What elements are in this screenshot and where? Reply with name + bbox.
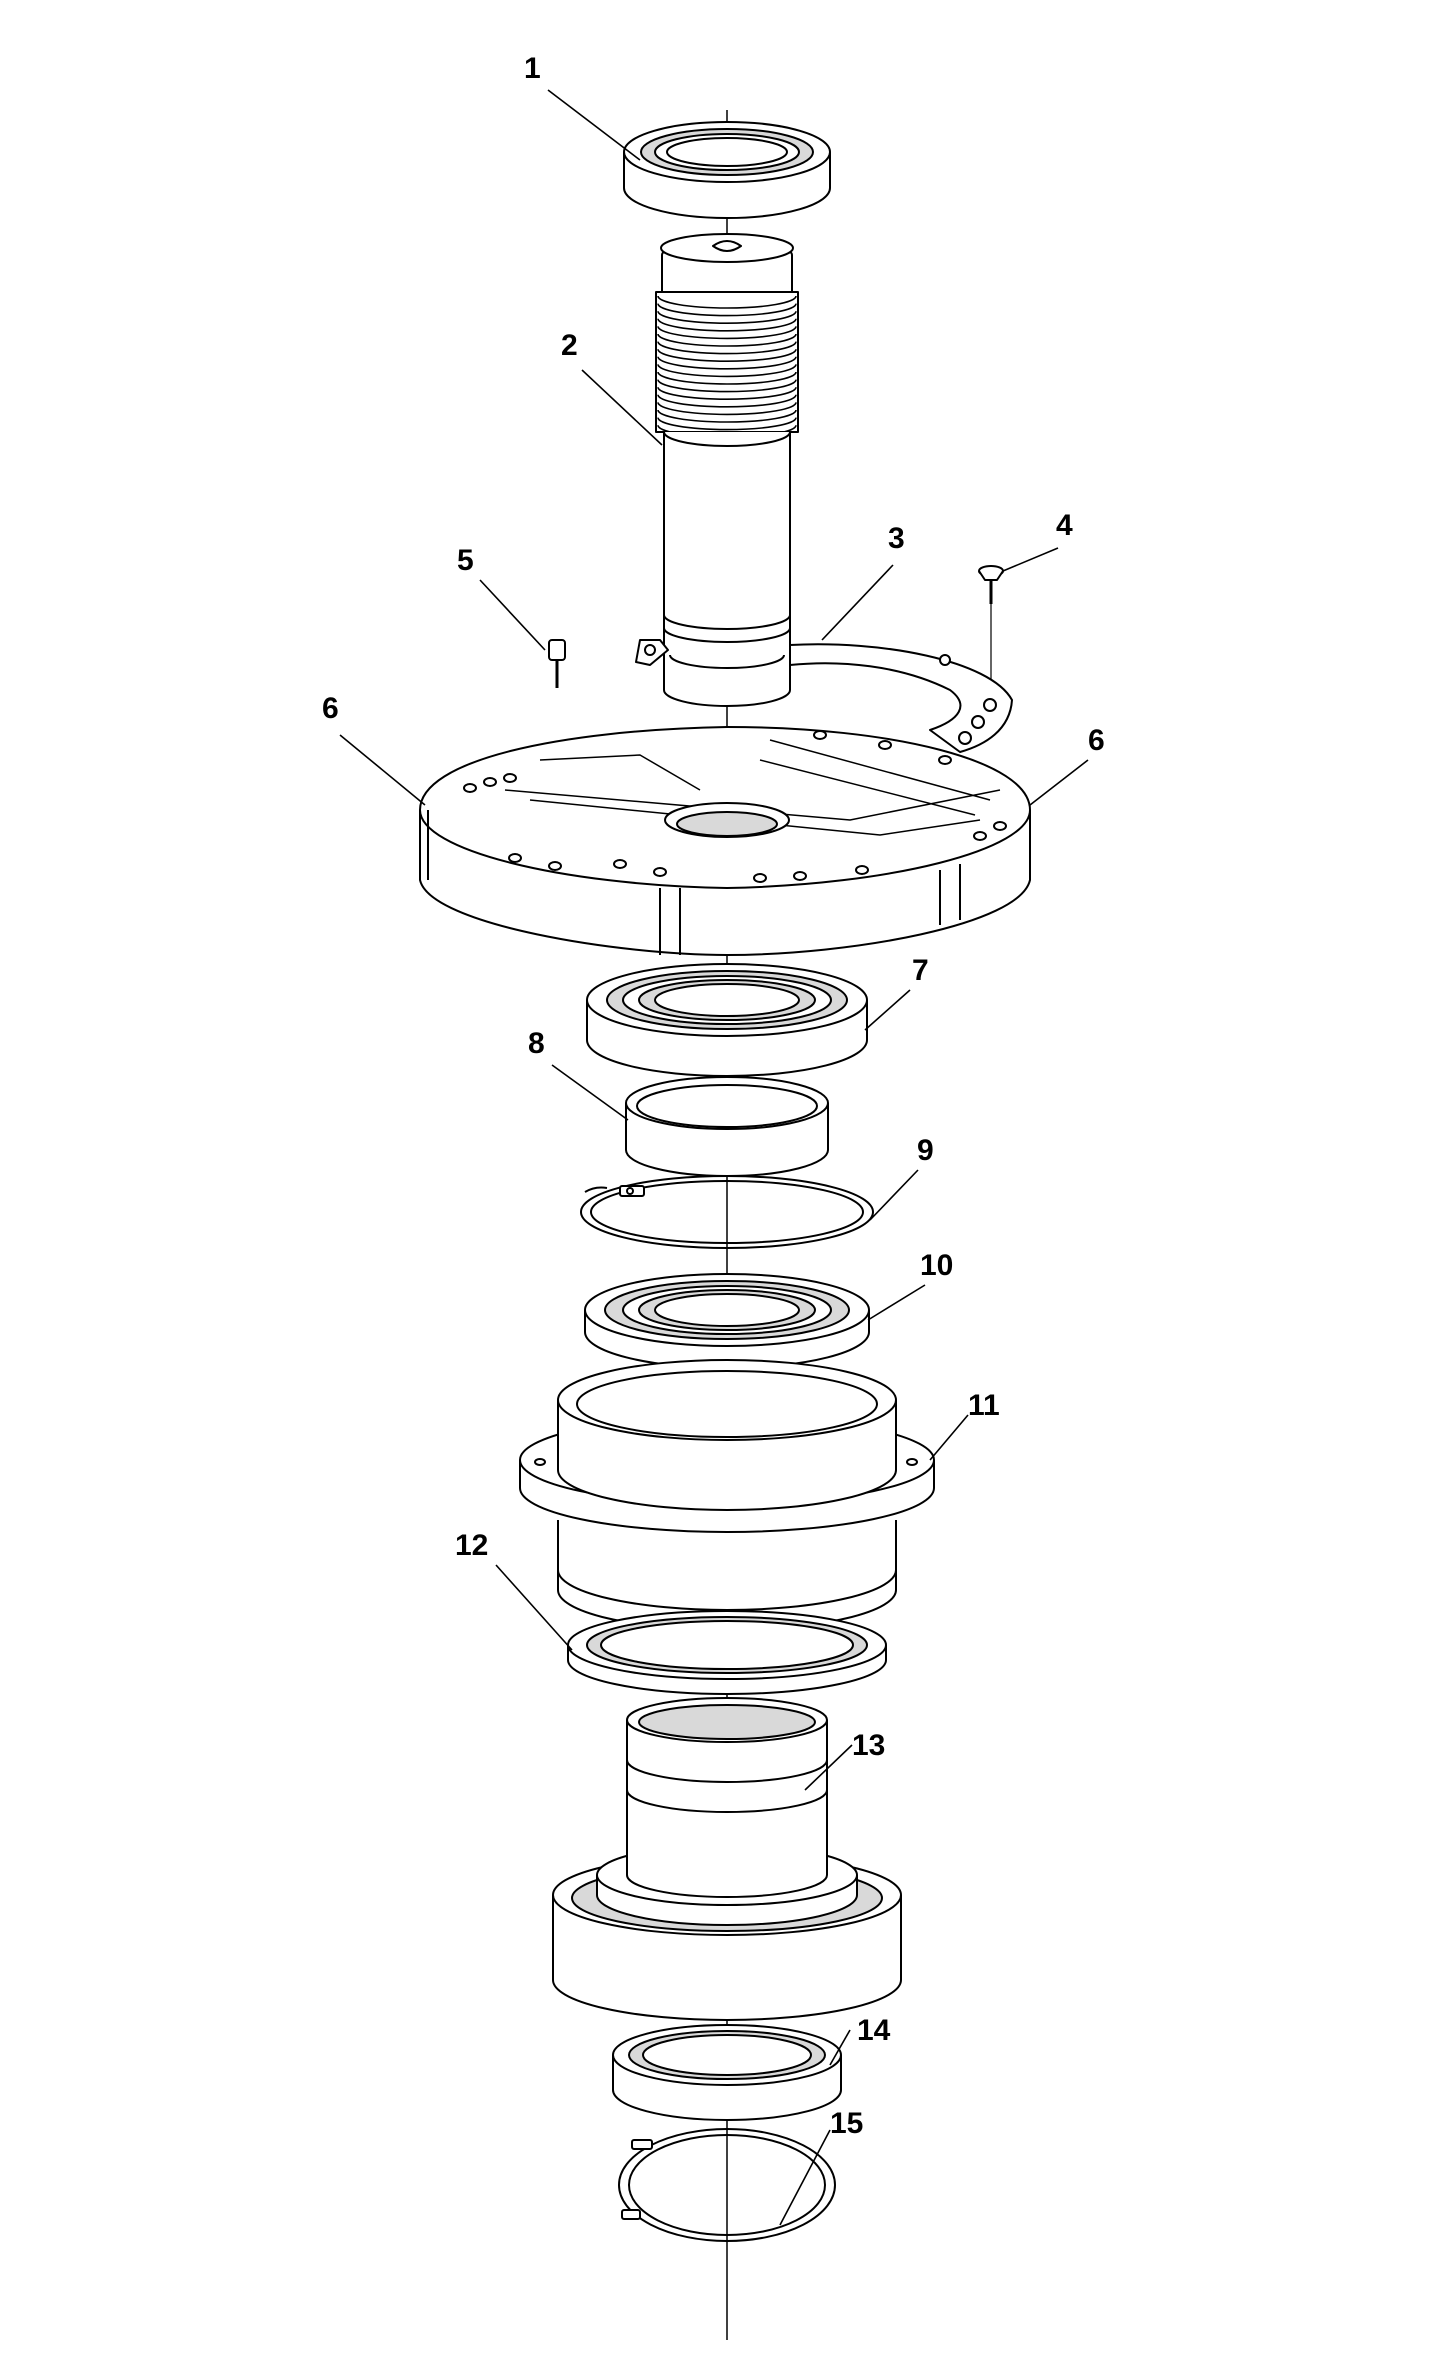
callout-9: 9 [917,1134,934,1167]
callout-7: 7 [912,954,929,987]
leader-11 [929,1414,969,1461]
leader-5 [479,579,546,651]
part-11-flanged-housing [520,1360,934,1630]
thread-line [658,334,796,346]
thread-line [658,311,796,323]
thread-line [658,364,796,376]
callout-6-left: 6 [322,692,339,725]
bolt-hole [754,874,766,882]
part-4-countersunk-screw [979,566,1003,710]
part-9-retaining-ring [581,1176,873,1248]
leader-13 [804,1744,853,1791]
thread-line [658,357,796,369]
part-7-bearing [587,964,867,1076]
leader-2 [581,369,663,446]
bolt-hole [504,774,516,782]
bolt-hole [907,1459,917,1465]
leader-7 [864,989,911,1031]
bolt-hole [484,778,496,786]
shaft-thread-lines [658,296,796,437]
bolt-hole [535,1459,545,1465]
bolt-hole [614,860,626,868]
callout-1: 1 [524,52,541,85]
bolt-hole [974,832,986,840]
leader-3 [821,564,894,641]
part-10-bearing [585,1274,869,1368]
thread-line [658,326,796,338]
leader-15 [779,2129,831,2226]
thread-line [658,372,796,384]
part-13-lower-hub [553,1698,901,2020]
callout-labels: 1 2 3 4 5 6 6 7 8 9 10 11 12 13 14 15 [322,52,1105,2140]
leader-lines [339,89,1089,2226]
leader-10 [867,1284,926,1321]
part-5-socket-screw [549,640,565,688]
base-plate-bolt-holes [464,731,1006,882]
leader-12 [495,1564,573,1651]
callout-13: 13 [852,1729,885,1762]
thread-line [658,304,796,316]
thread-line [658,296,796,308]
part-14-small-bearing [613,2025,841,2120]
callout-10: 10 [920,1249,953,1282]
leader-14 [829,2029,851,2066]
callout-14: 14 [857,2014,891,2047]
bolt-hole [794,872,806,880]
part-1-top-seal-ring [624,122,830,218]
bolt-hole [856,866,868,874]
bolt-hole [879,741,891,749]
callout-15: 15 [830,2107,863,2140]
part-12-seal-ring [568,1611,886,1694]
thread-line [658,349,796,361]
part-2-threaded-shaft [656,234,798,706]
thread-line [658,342,796,354]
thread-line [658,402,796,414]
bolt-hole [549,862,561,870]
part-6-base-plate [420,727,1030,955]
callout-11: 11 [968,1389,1000,1422]
thread-line [658,319,796,331]
part-15-snap-ring [619,2129,835,2241]
thread-line [658,380,796,392]
leader-8 [551,1064,629,1121]
leader-6a [339,734,426,806]
leader-1 [547,89,641,161]
bolt-hole [939,756,951,764]
bolt-hole [814,731,826,739]
bolt-hole [464,784,476,792]
callout-8: 8 [528,1027,545,1060]
leader-9 [869,1169,919,1221]
callout-3: 3 [888,522,905,555]
callout-6-right: 6 [1088,724,1105,757]
callout-4: 4 [1056,509,1073,542]
thread-line [658,395,796,407]
leader-4 [1002,547,1059,572]
thread-line [658,410,796,422]
callout-2: 2 [561,329,578,362]
bolt-hole [994,822,1006,830]
bolt-hole [654,868,666,876]
thread-line [658,418,796,430]
part-3-clamp-plate [636,640,1012,752]
callout-5: 5 [457,544,474,577]
callout-12: 12 [455,1529,488,1562]
thread-line [658,387,796,399]
part-8-spacer-sleeve [626,1077,828,1176]
leader-6b [1029,759,1089,806]
bolt-hole [509,854,521,862]
